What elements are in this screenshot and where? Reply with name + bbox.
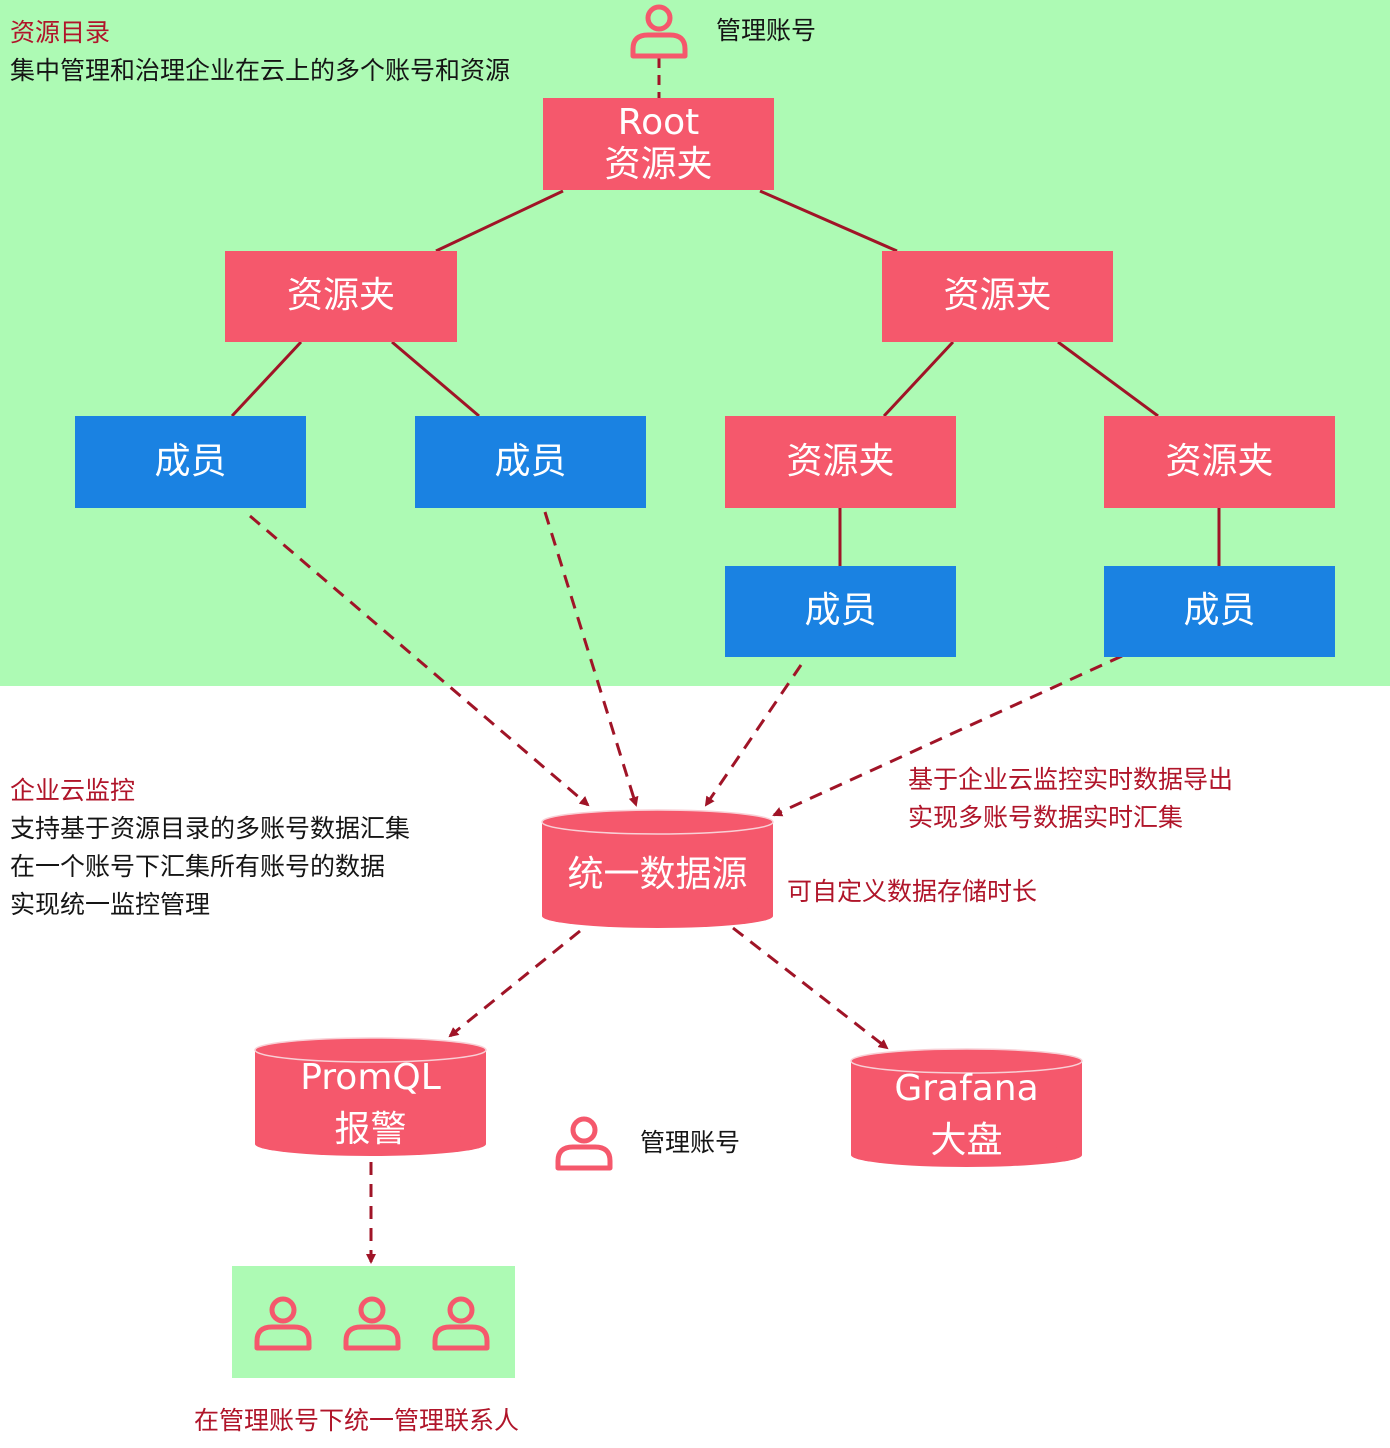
contact-person-icon — [343, 1296, 401, 1351]
folder-label: 资源夹 — [286, 275, 395, 317]
member-label: 成员 — [494, 440, 567, 482]
admin-label: 管理账号 — [716, 16, 817, 45]
contacts-note: 在管理账号下统一管理联系人 — [194, 1406, 520, 1435]
edge-left-member1 — [230, 340, 303, 418]
arrow-datasource-grafana — [732, 926, 889, 1050]
arrow-member1-datasource — [249, 514, 590, 807]
member-node-3: 成员 — [725, 566, 956, 657]
member-node-4: 成员 — [1104, 566, 1335, 657]
contact-person-icon — [432, 1296, 490, 1351]
member-label: 成员 — [1183, 590, 1256, 632]
directory-title: 资源目录 — [10, 18, 111, 47]
monitoring-line-1: 支持基于资源目录的多账号数据汇集 — [10, 814, 411, 843]
admin-account-label: 管理账号 — [640, 1128, 741, 1157]
edge-right-folder2 — [1057, 340, 1159, 418]
directory-description: 集中管理和治理企业在云上的多个账号和资源 — [10, 56, 511, 85]
export-note-line-1: 基于企业云监控实时数据导出 — [908, 765, 1234, 794]
monitoring-line-3: 实现统一监控管理 — [10, 890, 211, 919]
edge-root-right — [759, 189, 898, 253]
arrow-member2-datasource — [543, 511, 639, 807]
member-node-1: 成员 — [75, 416, 306, 508]
arrow-member4-datasource — [772, 654, 1123, 817]
edge-left-member2 — [391, 340, 480, 418]
edge-right-folder1 — [882, 340, 955, 418]
monitoring-line-2: 在一个账号下汇集所有账号的数据 — [10, 852, 386, 881]
member-node-2: 成员 — [415, 416, 646, 508]
root-label: Root — [617, 101, 700, 143]
export-note-line-2: 实现多账号数据实时汇集 — [908, 803, 1184, 832]
contact-person-icon — [254, 1296, 312, 1351]
datasource-note: 可自定义数据存储时长 — [787, 877, 1038, 906]
grafana-dashboard-node: Grafana 大盘 — [851, 1064, 1082, 1166]
member-label: 成员 — [154, 440, 227, 482]
grafana-label: Grafana — [894, 1067, 1039, 1109]
edge-root-left — [435, 189, 564, 253]
folder-label: 资源夹 — [1165, 440, 1274, 482]
monitoring-title: 企业云监控 — [10, 776, 136, 805]
admin-account-person-icon — [555, 1116, 613, 1171]
datasource-cylinder — [542, 810, 773, 928]
admin-person-icon — [630, 4, 688, 59]
promql-alerting-node: PromQL 报警 — [255, 1055, 486, 1153]
promql-label: PromQL — [300, 1056, 441, 1098]
folder-node-left: 资源夹 — [225, 251, 457, 342]
promql-cylinder — [255, 1038, 486, 1156]
alerting-label: 报警 — [334, 1109, 407, 1150]
arrow-datasource-promql — [448, 929, 581, 1038]
root-folder-label: 资源夹 — [604, 144, 713, 185]
folder-node-sub2: 资源夹 — [1104, 416, 1335, 508]
root-folder-node: Root 资源夹 — [543, 98, 774, 190]
folder-node-sub1: 资源夹 — [725, 416, 956, 508]
grafana-cylinder — [851, 1049, 1082, 1167]
member-label: 成员 — [804, 590, 877, 632]
unified-datasource-node: 统一数据源 — [542, 828, 773, 922]
folder-node-right: 资源夹 — [882, 251, 1113, 342]
arrow-member3-datasource — [704, 664, 803, 807]
dashboard-label: 大盘 — [930, 1120, 1003, 1161]
folder-label: 资源夹 — [786, 440, 895, 482]
folder-label: 资源夹 — [943, 275, 1052, 317]
datasource-label: 统一数据源 — [567, 853, 748, 895]
